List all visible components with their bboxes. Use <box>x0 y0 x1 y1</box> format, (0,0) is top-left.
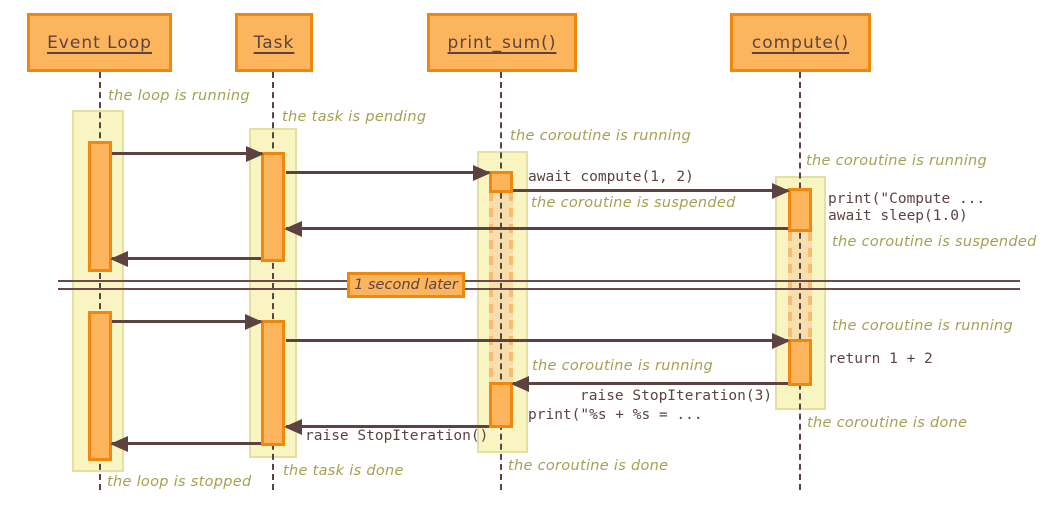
arrow-event-loop-to-task-1 <box>112 152 262 155</box>
arrow-compute-stopiteration-to-print-sum <box>513 382 788 385</box>
msg-return-1-plus-2: return 1 + 2 <box>828 351 933 367</box>
note-print-sum-suspended: the coroutine is suspended <box>531 195 736 211</box>
divider-label-box: 1 second later <box>347 272 465 298</box>
note-print-sum-running-1: the coroutine is running <box>510 128 692 144</box>
divider-line-top <box>58 280 1020 282</box>
note-loop-running: the loop is running <box>108 88 250 104</box>
activation-event-loop-1 <box>88 141 112 272</box>
arrow-event-loop-to-task-2 <box>112 320 261 323</box>
activation-event-loop-2 <box>88 311 112 461</box>
arrow-print-sum-stopiteration-to-task <box>286 425 489 428</box>
note-task-pending: the task is pending <box>282 109 427 125</box>
note-compute-running-1: the coroutine is running <box>806 153 988 169</box>
participant-print-sum: print_sum() <box>427 13 577 72</box>
divider-label: 1 second later <box>354 277 458 293</box>
note-print-sum-done: the coroutine is done <box>508 458 669 474</box>
activation-compute-2 <box>788 339 812 386</box>
msg-await-compute: await compute(1, 2) <box>528 169 694 185</box>
arrow-task-return-to-event-loop-2 <box>112 442 261 445</box>
note-compute-running-2: the coroutine is running <box>832 318 1014 334</box>
note-compute-suspended: the coroutine is suspended <box>832 234 1037 250</box>
note-task-done: the task is done <box>283 463 404 479</box>
arrow-task-to-print-sum <box>286 171 489 174</box>
arrow-task-return-to-event-loop-1 <box>112 257 261 260</box>
activation-compute-1 <box>788 188 812 232</box>
arrow-task-to-compute <box>286 339 788 342</box>
activation-print-sum-1 <box>489 171 513 193</box>
divider-line-bottom <box>58 288 1020 290</box>
activation-task-1 <box>261 152 285 262</box>
participant-label: Task <box>253 32 295 53</box>
participant-compute: compute() <box>730 13 871 72</box>
activation-print-sum-2 <box>489 382 513 428</box>
arrow-compute-return-to-task <box>286 227 788 230</box>
arrow-print-sum-to-compute <box>513 189 788 192</box>
activation-task-2 <box>261 320 285 446</box>
note-loop-stopped: the loop is stopped <box>107 474 252 490</box>
msg-raise-stopiteration: raise StopIteration() <box>305 428 489 444</box>
participant-label: compute() <box>751 32 850 53</box>
participant-label: Event Loop <box>47 32 152 53</box>
note-print-sum-running-2: the coroutine is running <box>532 358 714 374</box>
msg-print-sum-result: print("%s + %s = ... <box>528 407 703 423</box>
note-compute-done: the coroutine is done <box>807 415 968 431</box>
msg-raise-stopiteration-3: raise StopIteration(3) <box>580 388 773 404</box>
msg-await-sleep: await sleep(1.0) <box>828 208 968 224</box>
msg-print-compute: print("Compute ... <box>828 191 986 207</box>
participant-event-loop: Event Loop <box>27 13 172 72</box>
participant-task: Task <box>235 13 313 72</box>
participant-label: print_sum() <box>447 32 557 53</box>
